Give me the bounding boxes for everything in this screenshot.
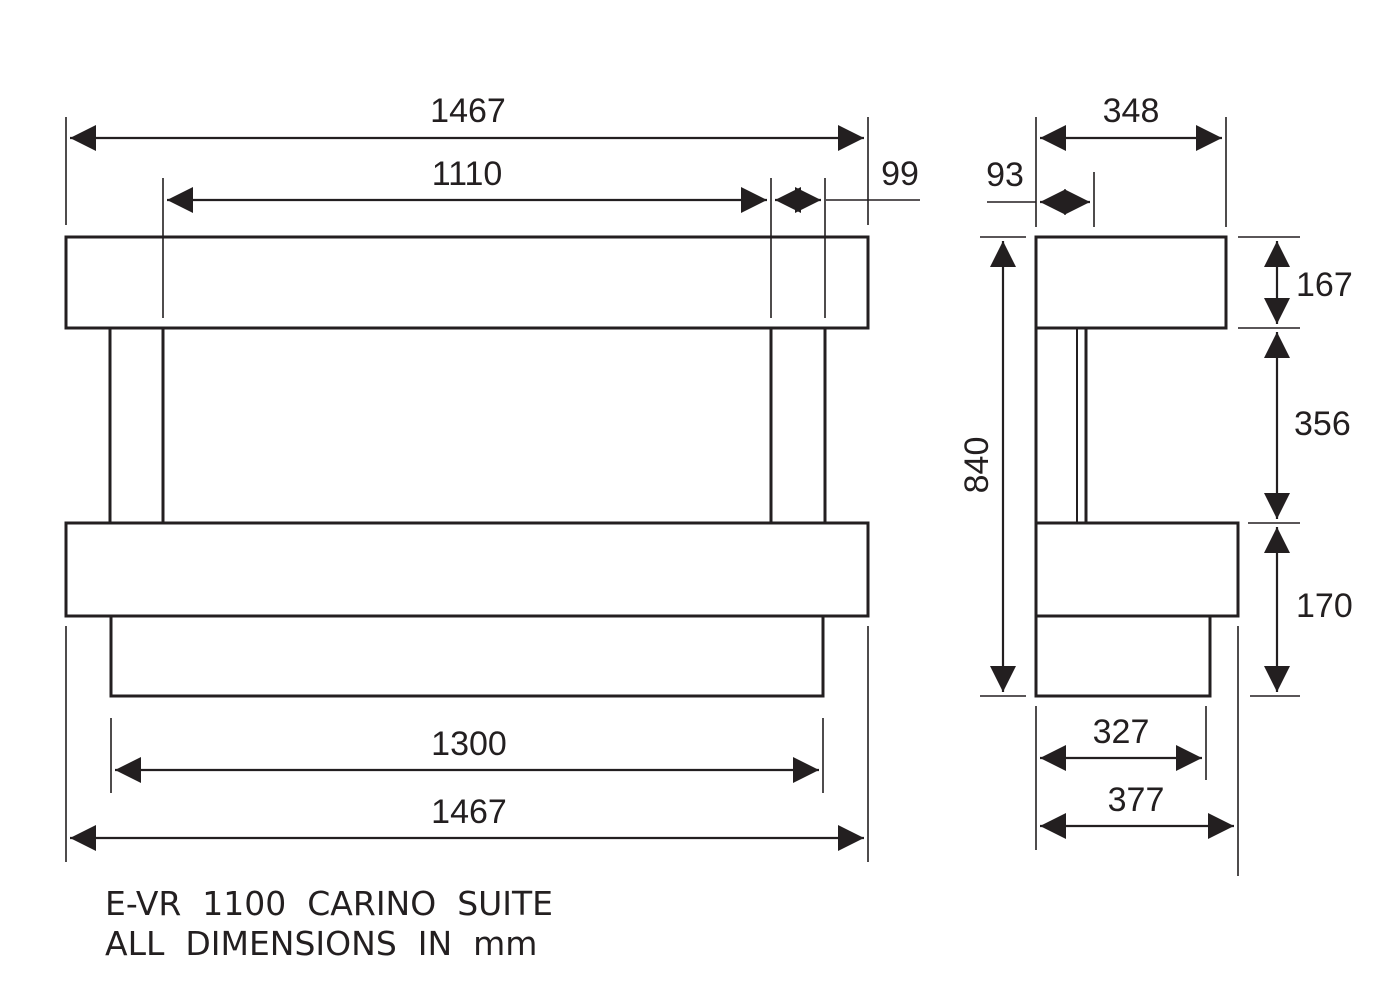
dim-bottom-shelf-height: 170 bbox=[1296, 587, 1353, 625]
dim-height-total: 840 bbox=[958, 437, 996, 494]
right-post bbox=[769, 326, 827, 525]
base-plinth bbox=[109, 614, 825, 698]
dim-overall-width-bottom: 1467 bbox=[431, 793, 507, 831]
dim-post-depth: 93 bbox=[986, 156, 1024, 194]
dim-top-shelf-height: 167 bbox=[1296, 266, 1353, 304]
dim-depth-top: 348 bbox=[1103, 92, 1160, 130]
dim-overall-depth: 377 bbox=[1108, 781, 1165, 819]
dim-post-width: 99 bbox=[881, 155, 919, 193]
dim-overall-width-top: 1467 bbox=[430, 92, 506, 130]
side-top-shelf bbox=[1034, 235, 1228, 330]
dim-base-width: 1300 bbox=[431, 725, 507, 763]
side-base-plinth bbox=[1034, 614, 1212, 698]
dim-inner-width: 1110 bbox=[432, 155, 503, 193]
title-block: E-VR 1100 CARINO SUITE ALL DIMENSIONS IN… bbox=[105, 884, 553, 963]
side-view: 348 93 840 167 356 170 327 377 bbox=[958, 92, 1353, 876]
dim-gap-height: 356 bbox=[1294, 405, 1351, 443]
bottom-shelf bbox=[64, 521, 870, 618]
note-units: ALL DIMENSIONS IN mm bbox=[105, 924, 537, 963]
dim-base-depth: 327 bbox=[1093, 713, 1150, 751]
side-bottom-shelf bbox=[1034, 521, 1240, 618]
front-view: 1467 1110 99 1300 1467 bbox=[64, 92, 920, 862]
left-post bbox=[108, 326, 165, 525]
top-shelf bbox=[64, 235, 870, 330]
note-product-name: E-VR 1100 CARINO SUITE bbox=[105, 884, 553, 923]
